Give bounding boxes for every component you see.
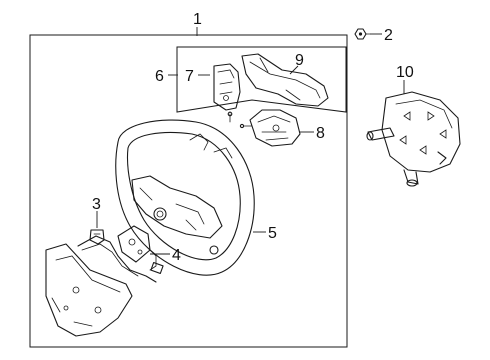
switch-part-7 — [213, 63, 241, 123]
callout-9: 9 — [295, 52, 304, 69]
steering-wheel-part-5 — [115, 119, 255, 276]
subassembly-frame — [176, 46, 347, 113]
wiring-harness — [77, 235, 164, 283]
callout-1: 1 — [193, 11, 202, 28]
callout-5: 5 — [268, 225, 277, 242]
callout-labels: 1 2 3 4 5 6 7 8 9 10 — [92, 11, 414, 264]
bracket-part-4 — [117, 225, 157, 271]
callout-3: 3 — [92, 196, 101, 213]
airbag-module-part-10 — [366, 91, 461, 187]
assembly-frame — [29, 34, 348, 348]
callout-7: 7 — [185, 68, 194, 85]
callout-8: 8 — [316, 125, 325, 142]
leader-lines — [96, 27, 405, 255]
screw-part-2 — [354, 28, 371, 40]
callout-2: 2 — [384, 27, 393, 44]
bezel-part-9 — [241, 53, 329, 107]
lower-cover — [45, 243, 133, 337]
callout-6: 6 — [155, 68, 164, 85]
callout-4: 4 — [172, 247, 181, 264]
clip-part-3 — [89, 229, 105, 245]
switch-part-8 — [239, 109, 301, 147]
callout-10: 10 — [396, 64, 414, 81]
